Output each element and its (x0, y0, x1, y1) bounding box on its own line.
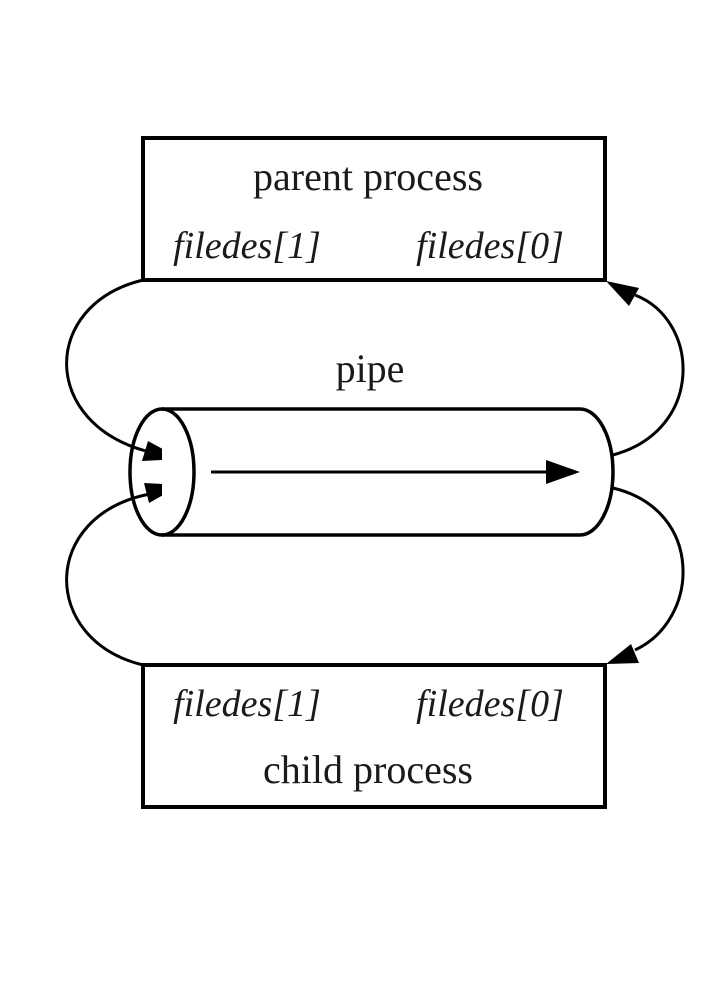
arrowhead-child-read (606, 644, 639, 664)
pipe-flow-arrow (211, 460, 580, 484)
pipe-label: pipe (336, 346, 405, 391)
parent-fd-write-label: filedes[1] (173, 225, 321, 267)
child-process-box: filedes[1] filedes[0] child process (141, 663, 607, 809)
arrowhead-parent-read (606, 281, 639, 306)
child-process-title: child process (263, 747, 473, 792)
child-fd-read-label: filedes[0] (416, 683, 564, 725)
child-fd-write-label: filedes[1] (173, 683, 321, 725)
parent-process-title: parent process (253, 154, 483, 199)
parent-process-box: parent process filedes[1] filedes[0] (141, 136, 607, 282)
connector-child-read (606, 486, 685, 664)
parent-fd-read-label: filedes[0] (416, 225, 564, 267)
pipe-read-end (579, 407, 615, 537)
connector-parent-read (606, 281, 685, 457)
pipe-write-end (128, 407, 196, 537)
